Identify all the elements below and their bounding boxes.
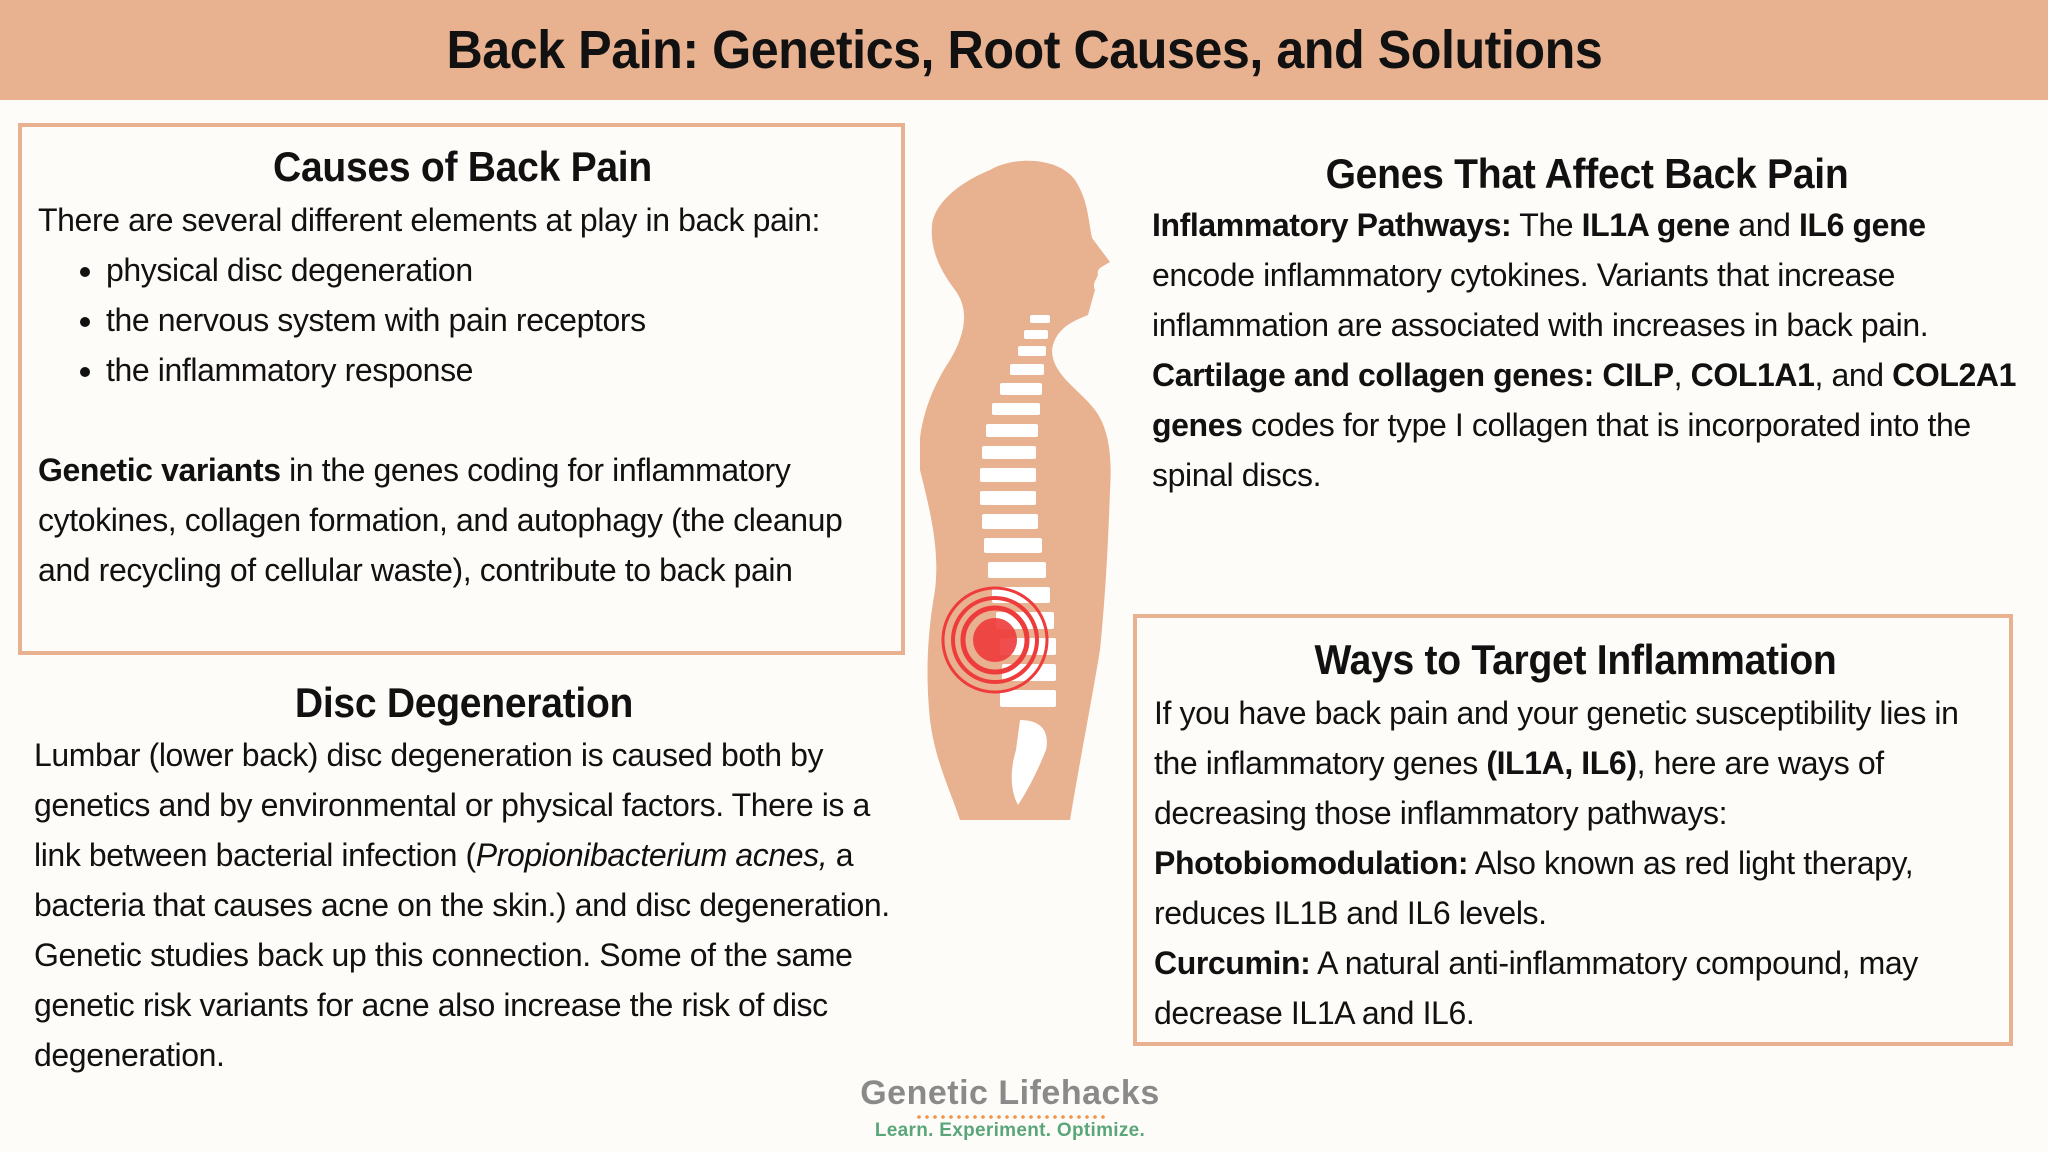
disc-text-1: Lumbar (lower back) disc degeneration is… — [34, 737, 870, 873]
disc-paragraph: Lumbar (lower back) disc degeneration is… — [34, 730, 894, 1080]
genetic-variants-label: Genetic variants — [38, 452, 281, 488]
header-banner: Back Pain: Genetics, Root Causes, and So… — [0, 0, 2048, 100]
bacteria-name: Propionibacterium acnes, — [475, 837, 828, 873]
curcumin-item: Curcumin: A natural anti-inflammatory co… — [1154, 938, 1997, 1038]
text: encode inflammatory cytokines. Variants … — [1152, 257, 1929, 343]
inflammatory-pathways-label: Inflammatory Pathways: — [1152, 207, 1512, 243]
list-item: the inflammatory response — [106, 345, 887, 395]
genetic-variants-paragraph: Genetic variants in the genes coding for… — [38, 445, 887, 595]
collagen-genes-paragraph: Cartilage and collagen genes: CILP, COL1… — [1152, 350, 2022, 500]
ways-box: Ways to Target Inflammation If you have … — [1133, 614, 2013, 1046]
photobiomodulation-label: Photobiomodulation: — [1154, 845, 1469, 881]
disc-title: Disc Degeneration — [294, 679, 634, 726]
ways-title: Ways to Target Inflammation — [1314, 636, 1837, 683]
lower-back-pain-target-icon — [973, 618, 1017, 662]
causes-box: Causes of Back Pain There are several di… — [18, 123, 905, 655]
logo-tagline: Learn. Experiment. Optimize. — [874, 1120, 1146, 1141]
text: codes for type I collagen that is incorp… — [1152, 407, 1971, 493]
page-title: Back Pain: Genetics, Root Causes, and So… — [446, 20, 1602, 80]
gene-il6: IL6 gene — [1799, 207, 1926, 243]
collagen-genes-label: Cartilage and collagen genes: CILP — [1152, 357, 1674, 393]
curcumin-label: Curcumin: — [1154, 945, 1311, 981]
disc-degeneration-section: Disc Degeneration Lumbar (lower back) di… — [34, 676, 894, 1080]
genetic-variants-text: in the genes coding for inflammatory cyt… — [38, 452, 843, 588]
list-item: the nervous system with pain receptors — [106, 295, 887, 345]
brand-logo: Genetic Lifehacks Learn. Experiment. Opt… — [830, 1074, 1190, 1142]
text: and — [1729, 207, 1799, 243]
photobiomodulation-item: Photobiomodulation: Also known as red li… — [1154, 838, 1997, 938]
text: Also known as red light therapy, reduces… — [1154, 845, 1914, 931]
causes-list: physical disc degeneration the nervous s… — [38, 245, 887, 395]
gene-il1a: IL1A gene — [1581, 207, 1731, 243]
text: , and — [1814, 357, 1893, 393]
inflammatory-genes: (IL1A, IL6) — [1486, 745, 1637, 781]
text: , — [1673, 357, 1691, 393]
gene-col2a1: COL2A1 genes — [1152, 357, 2017, 443]
human-spine-silhouette-icon — [919, 150, 1120, 830]
list-item: physical disc degeneration — [106, 245, 887, 295]
inflammatory-pathways-paragraph: Inflammatory Pathways: The IL1A gene and… — [1152, 200, 2022, 350]
ways-intro: If you have back pain and your genetic s… — [1154, 688, 1997, 838]
logo-name: Genetic Lifehacks — [860, 1074, 1160, 1112]
text: , here are ways of decreasing those infl… — [1154, 745, 1884, 831]
disc-text-2: a bacteria that causes acne on the skin.… — [34, 837, 890, 1073]
text: A natural anti-inflammatory compound, ma… — [1154, 945, 1918, 1031]
causes-title: Causes of Back Pain — [273, 143, 652, 190]
causes-intro: There are several different elements at … — [38, 202, 820, 238]
genes-section: Genes That Affect Back Pain Inflammatory… — [1152, 148, 2022, 500]
genes-title: Genes That Affect Back Pain — [1325, 150, 1849, 197]
logo-dots-divider — [915, 1114, 1105, 1120]
text: The — [1511, 207, 1582, 243]
text: If you have back pain and your genetic s… — [1154, 695, 1959, 781]
gene-col1a1: COL1A1 — [1690, 357, 1815, 393]
